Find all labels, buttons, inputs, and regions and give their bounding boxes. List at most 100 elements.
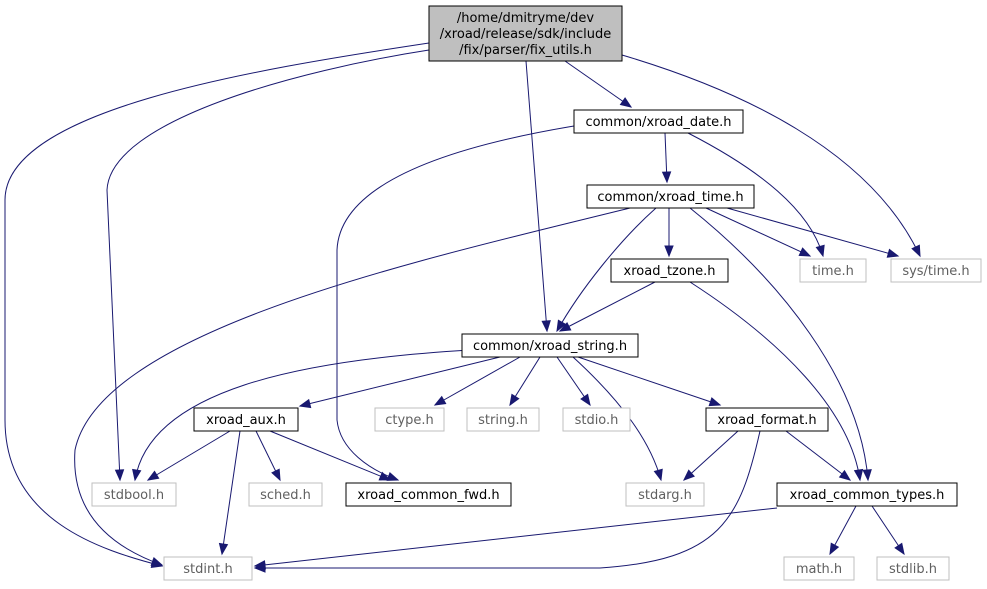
node-xroad-date[interactable]: common/xroad_date.h <box>573 109 744 134</box>
node-box <box>586 184 755 209</box>
edge-arrowhead <box>619 97 633 108</box>
edge-xroad_time-to-time_h <box>705 207 812 257</box>
node-string-h: string.h <box>466 407 540 432</box>
node-label: time.h <box>812 264 854 279</box>
edge-line <box>689 207 869 481</box>
edge-xroad_format-to-xroad_common_types <box>785 430 852 481</box>
edge-line <box>269 430 391 481</box>
edge-line <box>525 60 548 332</box>
edge-line <box>4 42 430 567</box>
edge-line <box>254 507 778 567</box>
node-label: sched.h <box>260 488 311 503</box>
node-ctype-h: ctype.h <box>374 407 445 432</box>
edge-xroad_string-to-ctype_h <box>433 356 521 406</box>
edge-xroad_string-to-xroad_format <box>577 356 722 407</box>
edge-line <box>564 60 632 108</box>
edge-root-to-sys_time_h <box>621 54 921 258</box>
node-label: stdarg.h <box>638 488 692 503</box>
edge-arrowhead <box>862 469 872 482</box>
node-box <box>345 482 512 507</box>
edge-xroad_date-to-xroad_common_fwd <box>336 125 575 481</box>
node-math-h: math.h <box>783 556 855 581</box>
edge-arrowhead <box>146 470 160 481</box>
edge-xroad_tzone-to-xroad_string <box>558 281 656 332</box>
edge-arrowhead <box>298 398 312 409</box>
node-xroad-format[interactable]: xroad_format.h <box>705 407 829 432</box>
edge-xroad_string-to-string_h <box>509 356 541 407</box>
edge-xroad_time-to-xroad_common_types <box>689 207 872 482</box>
node-stdint-h: stdint.h <box>163 556 253 581</box>
node-box <box>610 258 729 283</box>
node-sched-h: sched.h <box>248 482 323 507</box>
node-box <box>876 556 950 581</box>
edge-xroad_common_types-to-stdlib_h <box>871 505 905 556</box>
edge-arrowhead <box>653 468 663 482</box>
edge-xroad_string-to-stdbool_h <box>132 349 471 482</box>
node-stdlib-h: stdlib.h <box>876 556 950 581</box>
edge-line <box>785 430 851 481</box>
edge-line <box>74 207 631 566</box>
node-label: /xroad/release/sdk/include <box>440 27 612 42</box>
edge-line <box>687 132 824 257</box>
edge-arrowhead <box>114 469 125 482</box>
edge-arrowhead <box>558 321 572 332</box>
node-label: sys/time.h <box>902 264 969 279</box>
node-box <box>374 407 445 432</box>
edge-line <box>577 356 721 406</box>
node-stdbool-h: stdbool.h <box>91 482 177 507</box>
edge-line <box>106 49 430 481</box>
edge-line <box>683 430 739 481</box>
node-stdarg-h: stdarg.h <box>625 482 705 507</box>
edge-arrowhead <box>253 560 266 570</box>
node-box <box>466 407 540 432</box>
node-xroad-string[interactable]: common/xroad_string.h <box>461 333 639 358</box>
edge-xroad_time-to-xroad_string <box>556 207 657 333</box>
edge-arrowhead <box>218 542 229 556</box>
node-xroad-time[interactable]: common/xroad_time.h <box>586 184 755 209</box>
node-label: stdbool.h <box>104 488 164 503</box>
node-label: xroad_tzone.h <box>624 264 716 279</box>
edge-line <box>559 281 656 332</box>
node-box <box>776 482 958 507</box>
edge-line <box>147 430 231 481</box>
node-label: math.h <box>796 562 842 577</box>
node-xroad-aux[interactable]: xroad_aux.h <box>193 407 299 432</box>
edge-xroad_time-to-sys_time_h <box>726 207 900 258</box>
node-box <box>163 556 253 581</box>
edge-arrowhead <box>853 468 864 482</box>
node-xroad-common-types[interactable]: xroad_common_types.h <box>776 482 958 507</box>
node-label: xroad_aux.h <box>206 413 286 428</box>
node-root[interactable]: /home/dmitryme/dev/xroad/release/sdk/inc… <box>428 5 623 62</box>
edge-xroad_string-to-xroad_aux <box>298 356 501 409</box>
edge-xroad_common_types-to-stdint_h <box>253 507 778 570</box>
edge-line <box>726 207 899 257</box>
edge-line <box>705 207 811 257</box>
node-xroad-tzone[interactable]: xroad_tzone.h <box>610 258 729 283</box>
node-box <box>799 258 867 283</box>
edges-layer <box>4 42 921 573</box>
edge-arrowhead <box>386 472 400 481</box>
edge-arrowhead <box>150 557 164 566</box>
edge-arrowhead <box>894 542 905 556</box>
edge-xroad_time-to-stdint_h <box>74 207 631 566</box>
edge-xroad_common_types-to-math_h <box>829 505 857 556</box>
edge-arrowhead <box>378 471 392 481</box>
node-stdio-h: stdio.h <box>562 407 631 432</box>
edge-xroad_tzone-to-xroad_common_types <box>689 281 864 482</box>
node-sys-time-h: sys/time.h <box>890 258 982 283</box>
edge-line <box>336 125 575 481</box>
node-label: xroad_common_types.h <box>790 488 945 503</box>
edge-xroad_aux-to-stdint_h <box>218 430 241 556</box>
node-box <box>573 109 744 134</box>
edge-line <box>689 281 861 481</box>
node-label: common/xroad_string.h <box>473 339 627 354</box>
node-xroad-common-fwd[interactable]: xroad_common_fwd.h <box>345 482 512 507</box>
edge-xroad_string-to-stdio_h <box>556 356 591 407</box>
edge-arrowhead <box>886 248 900 258</box>
edge-arrowhead <box>664 245 674 258</box>
edge-line <box>556 207 657 332</box>
node-box <box>562 407 631 432</box>
node-box <box>625 482 705 507</box>
edge-arrowhead <box>829 542 840 556</box>
edge-xroad_aux-to-sched_h <box>255 430 281 482</box>
